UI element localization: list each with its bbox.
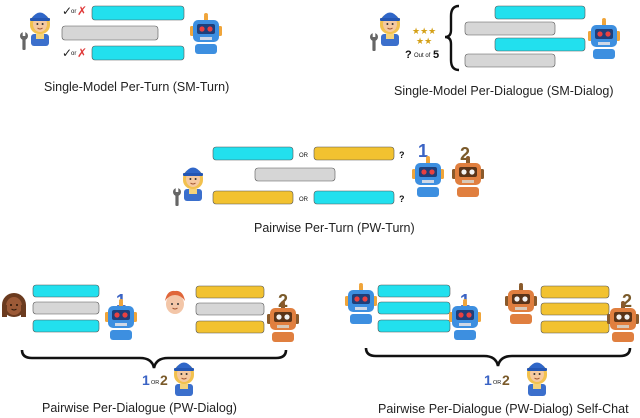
model-2-number: 2 <box>460 144 470 164</box>
human-message-bubble <box>464 21 556 36</box>
or-label: or <box>71 51 76 57</box>
bot-message-bubble <box>494 5 586 20</box>
or-label: OR <box>299 197 309 203</box>
robot-icon <box>190 13 222 54</box>
check-icon: ✓ <box>62 4 72 18</box>
choice-or-label: OR <box>493 380 501 386</box>
pw-dialog-selfchat-panel: 1 2 1 OR 2 Pairwise Per-Dialogue (PW-Dia… <box>345 283 639 416</box>
robot-icon <box>588 18 620 59</box>
wrench-icon <box>370 32 378 51</box>
bot-message-bubble-model-1 <box>313 190 395 205</box>
bot-message-bubble <box>540 302 610 316</box>
bot-message-bubble <box>91 45 185 61</box>
bot-message-bubble <box>494 37 586 52</box>
robot-model-2-icon <box>452 156 484 197</box>
or-label: or <box>71 9 76 15</box>
human-message-bubble <box>195 302 265 316</box>
bot-message-bubble <box>195 320 265 334</box>
worker-icon <box>182 167 204 202</box>
robot-model-2-icon <box>607 301 639 342</box>
robot-icon <box>505 283 537 324</box>
pw-dialog-selfchat-caption: Pairwise Per-Dialogue (PW-Dialog) Self-C… <box>378 402 629 416</box>
or-label: OR <box>299 153 309 159</box>
pw-turn-caption: Pairwise Per-Turn (PW-Turn) <box>254 221 415 235</box>
robot-model-2-icon <box>267 301 299 342</box>
sm-dialog-caption: Single-Model Per-Dialogue (SM-Dialog) <box>394 84 614 98</box>
person-icon <box>1 292 27 318</box>
curly-brace <box>20 349 288 369</box>
bot-message-bubble-model-1 <box>212 146 294 161</box>
human-message-bubble <box>254 167 336 182</box>
wrench-icon <box>173 187 181 206</box>
bot-message-bubble <box>377 284 451 298</box>
svg-text:★★★: ★★★ <box>412 26 436 36</box>
bot-message-bubble <box>540 285 610 299</box>
choice-2: 2 <box>160 372 168 388</box>
pw-dialog-caption: Pairwise Per-Dialogue (PW-Dialog) <box>42 401 237 415</box>
bot-message-bubble <box>540 320 610 334</box>
curly-brace <box>444 4 460 72</box>
human-message-bubble <box>61 25 159 41</box>
pw-dialog-panel: 1 2 1 OR 2 Pairwise Per-Dialogue (PW-Dia… <box>1 284 299 415</box>
bot-message-bubble <box>32 284 100 298</box>
sm-turn-panel: ✓ or ✗ ✓ or ✗ Single-Model Per-Turn (SM-… <box>20 4 229 94</box>
sm-turn-caption: Single-Model Per-Turn (SM-Turn) <box>44 80 229 94</box>
person-icon <box>164 290 186 315</box>
rating-out-of-label: Out of <box>414 53 431 59</box>
robot-model-1-icon <box>412 156 444 197</box>
worker-icon <box>379 12 401 47</box>
check-icon: ✓ <box>62 46 72 60</box>
rating-max-value: 5 <box>433 49 439 61</box>
choice-1: 1 <box>484 372 492 388</box>
star-rating-icon: ★★★ ★★ <box>412 26 436 46</box>
choice-1: 1 <box>142 372 150 388</box>
pw-turn-panel: OR ? OR ? 1 2 Pairwise Per-Turn (PW-Turn… <box>173 141 484 235</box>
cross-icon: ✗ <box>77 46 87 60</box>
worker-icon <box>173 362 195 397</box>
curly-brace <box>364 347 632 367</box>
cross-icon: ✗ <box>77 4 87 18</box>
robot-model-1-icon <box>105 299 137 340</box>
human-message-bubble <box>32 301 100 315</box>
question-mark: ? <box>399 150 405 160</box>
bot-message-bubble <box>195 285 265 299</box>
rating-question-mark: ? <box>405 49 412 61</box>
model-2-number: 2 <box>622 291 632 311</box>
worker-icon <box>526 362 548 397</box>
bot-message-bubble-model-2 <box>313 146 395 161</box>
svg-text:★★: ★★ <box>416 36 432 46</box>
robot-model-1-icon <box>449 299 481 340</box>
bot-message-bubble <box>32 319 100 333</box>
choice-2: 2 <box>502 372 510 388</box>
bot-message-bubble <box>91 5 185 21</box>
bot-message-bubble-model-2 <box>212 190 294 205</box>
human-message-bubble <box>464 53 556 68</box>
choice-or-label: OR <box>151 380 159 386</box>
wrench-icon <box>20 31 28 50</box>
robot-icon <box>345 283 377 324</box>
question-mark: ? <box>399 194 405 204</box>
worker-icon <box>29 12 51 47</box>
sm-dialog-panel: ★★★ ★★ ? Out of 5 Single-Model Per-Dialo… <box>370 4 620 98</box>
bot-message-bubble <box>377 301 451 315</box>
model-1-number: 1 <box>418 141 428 161</box>
bot-message-bubble <box>377 319 451 333</box>
